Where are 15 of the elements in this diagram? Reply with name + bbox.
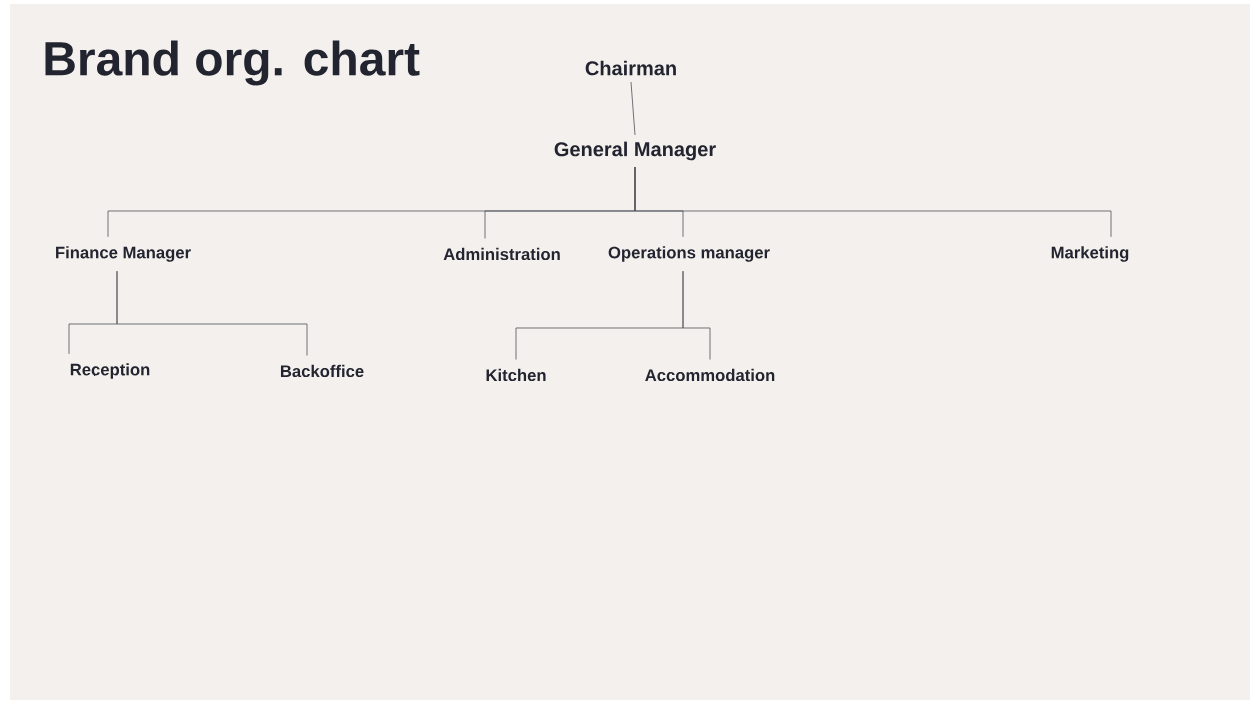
connector-line [682,270,711,360]
role-label: Administration [443,247,560,261]
role-label: Finance Manager [56,246,191,262]
role-label: Marketing [1051,246,1129,262]
connector-line [634,166,1112,238]
role-label: Backoffice [280,364,364,378]
role-label: Accommodation [645,368,775,382]
role-label: General Manager [554,141,716,161]
connector-line [630,81,636,136]
role-label: Chairman [585,60,676,76]
role-label: Kitchen [486,368,546,382]
title: Brand org. chart [45,40,420,86]
connector-line [116,270,308,356]
role-label: Operations manager [608,246,770,262]
role-label: Reception [70,363,150,379]
